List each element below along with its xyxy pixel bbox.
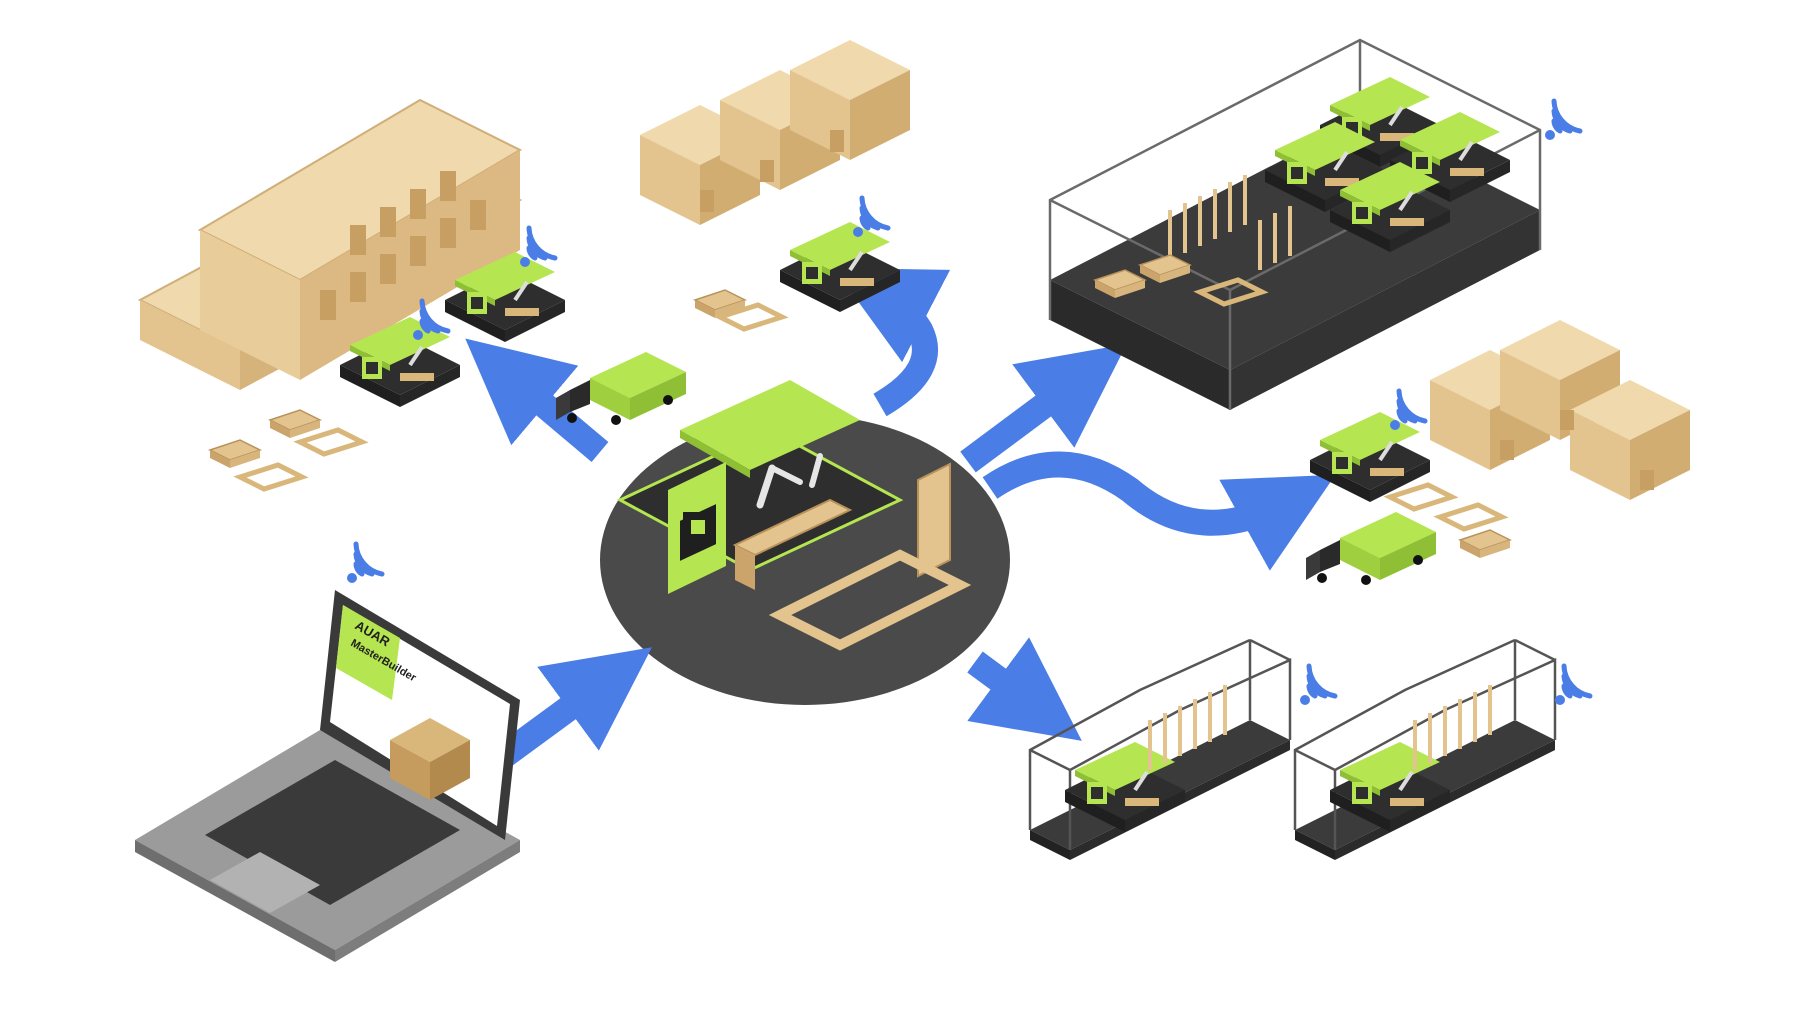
truck-icon <box>556 352 686 425</box>
pallet-icon <box>1459 529 1511 559</box>
trackpad <box>210 852 320 913</box>
laptop-icon: AUAR MasterBuilder <box>135 544 520 962</box>
auar-logo-icon <box>683 512 713 542</box>
wall-frame-icon <box>240 465 302 489</box>
wall-frame-icon <box>1390 485 1452 509</box>
wifi-icon <box>1300 666 1335 705</box>
timber-stock <box>1168 175 1292 270</box>
arrow-to-small-factories <box>967 637 1082 741</box>
top-center-construction-site <box>640 40 910 329</box>
flow-arrows <box>465 267 1336 766</box>
small-factory-left <box>1028 638 1335 862</box>
wifi-icon <box>1545 101 1580 140</box>
arrow-to-large-factory <box>960 343 1127 473</box>
timber-building-icon <box>640 40 910 225</box>
wifi-icon <box>347 544 382 583</box>
arrow-to-right-site <box>982 451 1336 571</box>
timber-building-icon <box>137 98 523 390</box>
wifi-icon <box>1390 391 1425 430</box>
arrow-to-top-center-site <box>833 267 951 417</box>
top-left-construction-site <box>137 98 686 489</box>
large-factory-shed <box>1048 38 1580 410</box>
wifi-icon <box>853 198 888 237</box>
pallet-icon <box>209 439 261 469</box>
central-micro-factory-hub <box>600 380 1010 705</box>
wall-frame-icon <box>1440 505 1502 529</box>
truck-icon <box>1306 512 1436 585</box>
screen-building-model <box>390 718 470 800</box>
factory-shed-icon <box>1293 638 1557 862</box>
arrow-to-top-left-site <box>465 338 609 462</box>
wifi-icon <box>1555 666 1590 705</box>
pallet-icon <box>269 409 321 439</box>
right-construction-site <box>1306 320 1690 585</box>
wall-frame-icon <box>300 430 362 454</box>
factory-shed-icon <box>1028 638 1292 862</box>
arrow-from-laptop <box>497 647 652 766</box>
wifi-icon <box>520 228 555 267</box>
timber-building-icon <box>1430 320 1690 500</box>
robot-arm-icon <box>756 453 823 509</box>
small-factory-right <box>1293 638 1590 862</box>
